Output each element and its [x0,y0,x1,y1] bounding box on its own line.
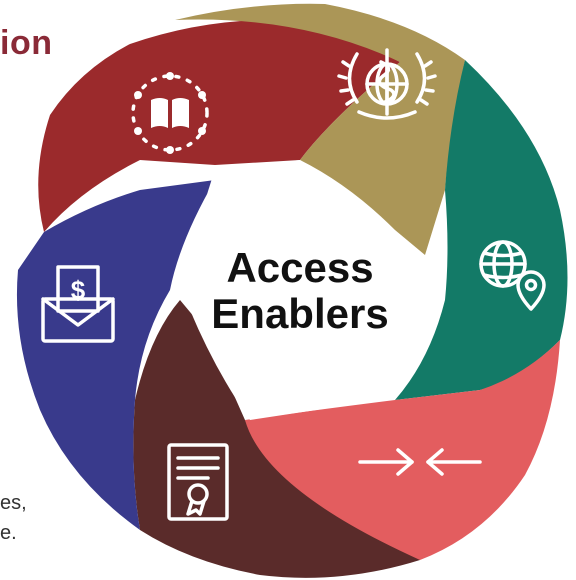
segment-education [38,20,401,232]
book-network-icon [131,72,209,154]
center-label-line-2: Enablers [211,290,388,337]
segment-who [175,3,465,255]
background-text-line-1: es, [0,492,27,514]
segment-global [395,60,568,400]
globe-location-icon [479,240,546,311]
center-label-line-1: Access [226,244,373,291]
money-envelope-icon: $ [41,265,115,343]
center-area [190,160,413,420]
background-title-fragment: ion [0,24,53,62]
segment-certificate [133,300,421,578]
dollar-sign-icon: $ [71,275,86,305]
who-emblem-icon [337,48,437,120]
certificate-icon [167,443,229,521]
segment-convergence [245,340,560,560]
converging-arrows-icon [358,448,482,476]
background-text-line-2: e. [0,522,17,544]
